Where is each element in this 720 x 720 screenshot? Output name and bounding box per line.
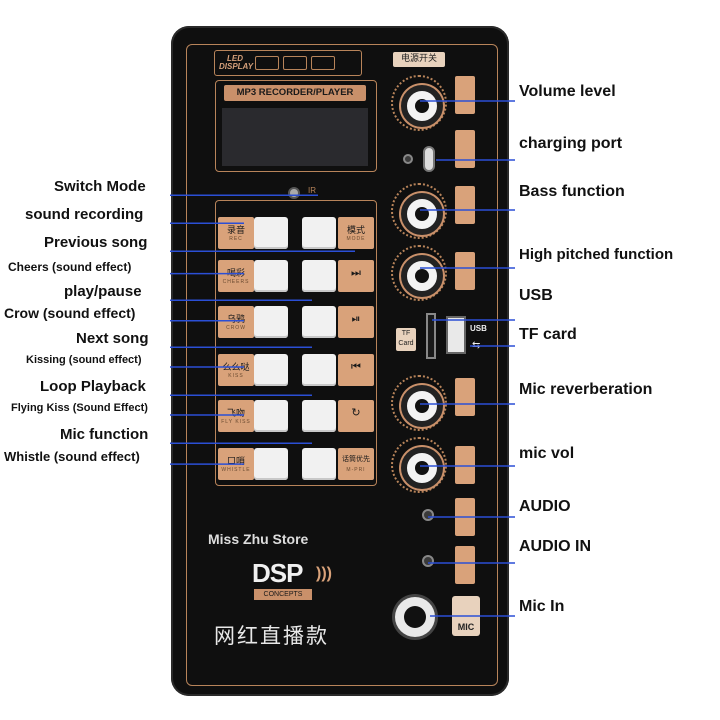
left-annotation-label: Mic function: [60, 426, 149, 443]
charging-port[interactable]: [423, 146, 435, 172]
left-annotation-label: Kissing (sound effect): [26, 354, 142, 367]
treble-dial-scale: [391, 245, 447, 301]
left-annotation-label: play/pause: [64, 283, 142, 300]
mode-button[interactable]: [302, 217, 336, 249]
right-annotation-label: mic vol: [519, 445, 575, 463]
karaoke-mode-icon: [311, 56, 335, 70]
dsp-logo: DSP: [252, 558, 303, 588]
loop-icon: ↻: [351, 406, 361, 419]
left-annotation-label: Cheers (sound effect): [8, 259, 132, 274]
left-annotation-label: Previous song: [44, 234, 148, 251]
echo-side-label: [455, 378, 475, 416]
usb-port[interactable]: [446, 316, 466, 354]
play-pause-label: ⏯: [338, 306, 374, 338]
usb-label: USB: [470, 324, 487, 333]
right-annotation-label: Mic reverberation: [519, 381, 653, 399]
treble-side-label: [455, 252, 475, 290]
right-annotation-label: High pitched function: [519, 246, 674, 263]
store-name: Miss Zhu Store: [208, 531, 309, 547]
play-pause-button[interactable]: [302, 306, 336, 338]
cheers-button[interactable]: [254, 260, 288, 292]
left-annotation-label: Whistle (sound effect): [4, 449, 140, 465]
next-song-label: ⏭: [338, 260, 374, 292]
player-title: MP3 RECORDER/PLAYER: [224, 85, 366, 101]
play-pause-icon: ⏯: [351, 312, 361, 325]
left-annotation-label: sound recording: [25, 206, 144, 223]
right-annotation-label: AUDIO: [519, 498, 571, 516]
right-annotation-label: AUDIO IN: [519, 538, 591, 556]
player-frame: [215, 80, 377, 172]
right-annotation-label: Bass function: [519, 183, 625, 201]
mic-in-jack[interactable]: [395, 597, 435, 637]
next-song-button[interactable]: [302, 260, 336, 292]
audio-out-jack[interactable]: [422, 509, 434, 521]
mic-vol-dial-scale: [391, 437, 447, 493]
next-icon: ⏭: [351, 266, 361, 279]
right-annotation-label: Mic In: [519, 598, 565, 616]
panel-border: [186, 44, 498, 686]
right-annotation-label: charging port: [519, 135, 623, 153]
digital-mode-icon: [283, 56, 307, 70]
power-switch-label: 电源开关: [393, 52, 445, 67]
echo-dial-scale: [391, 375, 447, 431]
crow-button[interactable]: [254, 306, 288, 338]
treble-knob[interactable]: [401, 255, 443, 297]
bass-side-label: [455, 186, 475, 224]
mic-priority-button[interactable]: [302, 448, 336, 480]
tf-card-slot[interactable]: [426, 313, 436, 359]
volume-side-label: [455, 76, 475, 114]
mic-reverb-knob[interactable]: [401, 385, 443, 427]
whistle-button[interactable]: [254, 448, 288, 480]
charge-indicator-led: [403, 154, 413, 164]
bluetooth-mode-icon: [255, 56, 279, 70]
mic-vol-side-label: [455, 446, 475, 484]
button-area: [215, 200, 377, 486]
volume-dial-scale: [391, 75, 447, 131]
bass-dial-scale: [391, 183, 447, 239]
right-annotation-label: TF card: [519, 326, 577, 344]
mic-vol-knob[interactable]: [401, 447, 443, 489]
left-annotation-label: Crow (sound effect): [4, 304, 136, 321]
sound-waves-icon: ))): [316, 565, 332, 582]
left-annotation-label: Switch Mode: [54, 178, 146, 195]
left-annotation-label: Flying Kiss (Sound Effect): [11, 402, 148, 415]
dsp-sub-label: CONCEPTS: [254, 589, 312, 600]
lcd-screen: [222, 108, 368, 166]
audio-in-side-label: [455, 546, 475, 584]
right-annotation-label: Volume level: [519, 83, 616, 101]
previous-icon: ⏮: [351, 360, 361, 373]
led-display-label-box: LED DISPLAY: [214, 50, 362, 76]
volume-knob[interactable]: [401, 85, 443, 127]
record-button[interactable]: [254, 217, 288, 249]
loop-label: ↻: [338, 400, 374, 432]
left-annotation-label: Loop Playback: [40, 378, 146, 395]
fly-kiss-button[interactable]: [254, 400, 288, 432]
right-annotation-label: USB: [519, 287, 553, 305]
chinese-title: 网红直播款: [214, 624, 329, 648]
previous-song-label: ⏮: [338, 354, 374, 386]
previous-song-button[interactable]: [302, 354, 336, 386]
ir-label: IR: [308, 186, 316, 195]
led-display-label: LED DISPLAY: [219, 54, 254, 71]
charge-side-label: [455, 130, 475, 168]
kiss-button[interactable]: [254, 354, 288, 386]
loop-button[interactable]: [302, 400, 336, 432]
audio-in-jack[interactable]: [422, 555, 434, 567]
left-annotation-label: Next song: [76, 330, 149, 347]
